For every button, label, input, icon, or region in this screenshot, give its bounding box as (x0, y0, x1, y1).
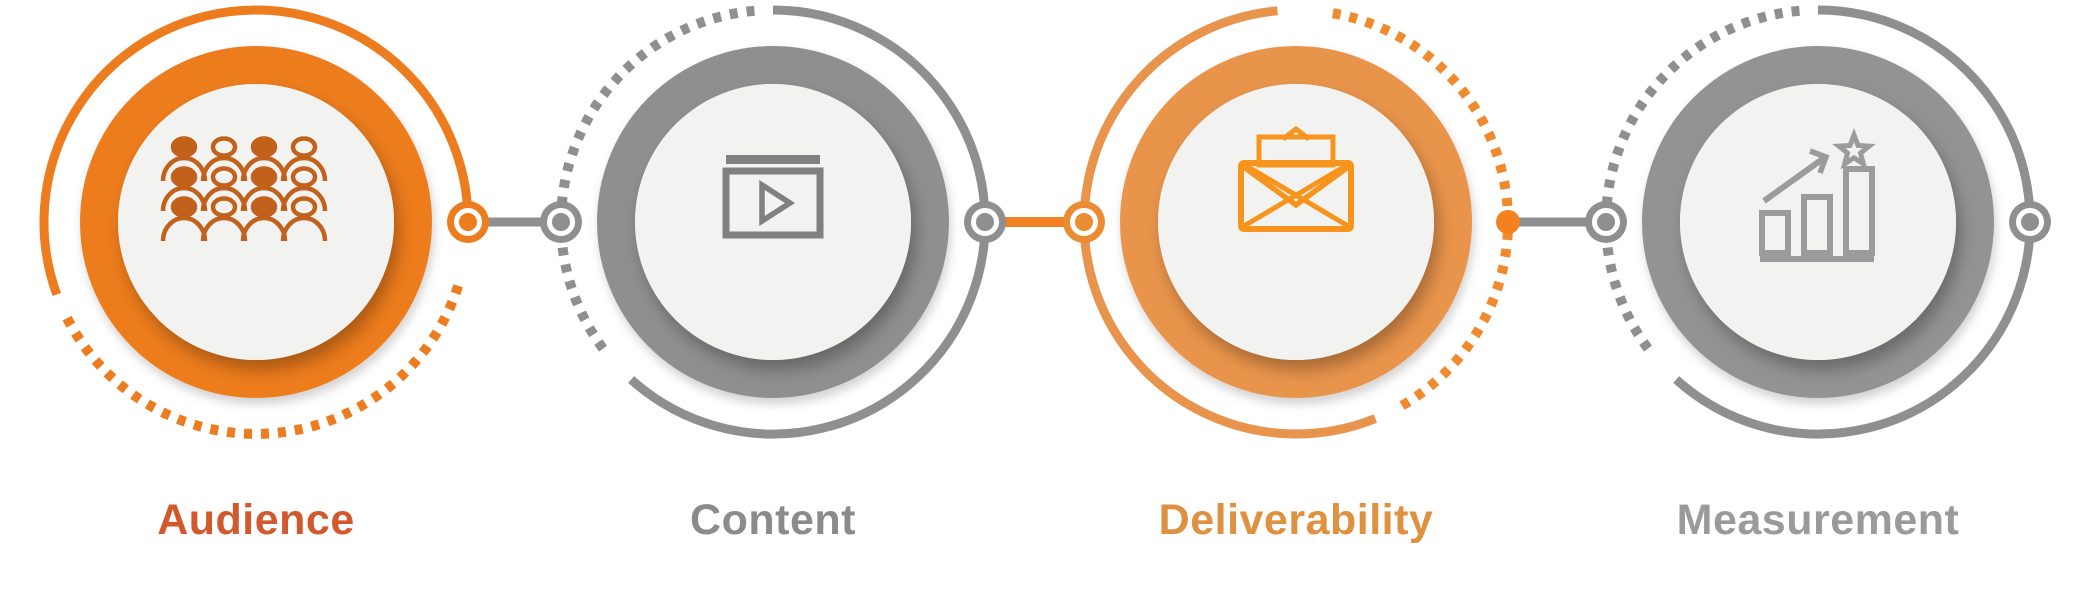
deliverability-outer-arc-dotted (1331, 8, 1513, 410)
connector-dot-deliverability-left (1063, 201, 1105, 243)
content-ring (597, 46, 949, 398)
content-label: Content (690, 496, 856, 544)
content-inner-circle (635, 84, 911, 360)
measurement-outer-arc-dotted (1601, 5, 1800, 356)
content-outer-arc-solid (628, 5, 990, 439)
audience-ring (80, 46, 432, 398)
connector-dot-content-left (540, 201, 582, 243)
deliverability-inner-circle (1158, 84, 1434, 360)
content-outer-arc-dotted (556, 5, 755, 356)
crowd-icon (160, 136, 328, 242)
audience-node (39, 5, 473, 439)
audience-outer-arc-solid (39, 5, 473, 297)
open-envelope-icon (1238, 125, 1354, 232)
measurement-inner-circle (1680, 84, 1956, 360)
deliverability-outer-arc-solid (1079, 6, 1378, 439)
measurement-node (1601, 5, 2035, 439)
audience-label: Audience (157, 496, 355, 544)
content-node (556, 5, 990, 439)
measurement-outer-arc-solid (1673, 5, 2035, 439)
deliverability-node (1079, 6, 1513, 439)
connector-dot-measurement-right (2009, 201, 2051, 243)
bar-chart-star-icon (1759, 127, 1876, 262)
deliverability-label: Deliverability (1158, 496, 1434, 544)
audience-outer-arc-dotted (62, 282, 464, 439)
measurement-label: Measurement (1676, 496, 1960, 544)
deliverability-ring (1120, 46, 1472, 398)
measurement-ring (1642, 46, 1994, 398)
connector-dot-measurement-left (1585, 201, 1627, 243)
connector-dot-deliverability-right (1496, 210, 1520, 234)
connector-dot-audience-right (447, 201, 489, 243)
video-player-icon (722, 155, 824, 239)
connector-dot-content-right (964, 201, 1006, 243)
